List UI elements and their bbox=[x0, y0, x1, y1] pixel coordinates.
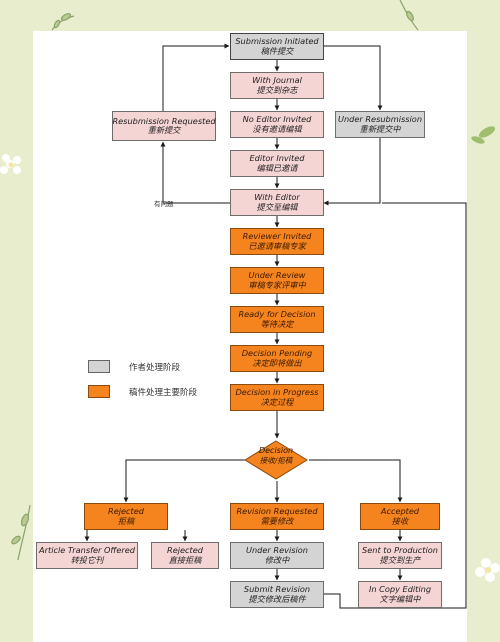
node-label-zh: 决定即将做出 bbox=[252, 357, 302, 368]
edge-decision-to-rejected bbox=[123, 459, 245, 503]
edge-submission-to-under-resubmission bbox=[323, 45, 383, 111]
node-label-en: Reviewer Invited bbox=[242, 231, 312, 242]
node-label-en: In Copy Editing bbox=[368, 584, 432, 595]
node-label-zh: 没有邀请编辑 bbox=[252, 123, 302, 134]
node-label-zh: 接收 bbox=[391, 515, 409, 526]
legend-swatch-author-stage bbox=[88, 360, 110, 373]
leaf-right-icon bbox=[471, 126, 496, 144]
node-label-zh: 拒稿 bbox=[117, 515, 135, 526]
node-label-en: Article Transfer Offered bbox=[39, 545, 135, 556]
node-label-zh: 直接拒稿 bbox=[168, 554, 202, 565]
node-resubmission-requested: Resubmission Requested 重新提交 bbox=[112, 111, 216, 141]
node-label-zh: 等待决定 bbox=[260, 318, 294, 329]
edge-resubmission-requested-to-submission bbox=[162, 43, 230, 112]
node-reviewer-invited: Reviewer Invited 已邀请审稿专家 bbox=[230, 228, 324, 255]
node-ready-for-decision: Ready for Decision 等待决定 bbox=[230, 306, 324, 333]
node-label-en: Submission Initiated bbox=[235, 36, 319, 47]
node-sent-to-production: Sent to Production 提交到生产 bbox=[358, 542, 442, 569]
node-editor-invited: Editor Invited 编辑已邀请 bbox=[230, 150, 324, 177]
node-label-en: Under Resubmission bbox=[337, 114, 423, 125]
node-under-revision: Under Revision 修改中 bbox=[230, 542, 324, 569]
leaf-sprig-top-left-icon bbox=[51, 13, 75, 31]
node-label-zh: 提交到杂志 bbox=[256, 84, 298, 95]
node-with-journal: With Journal 提交到杂志 bbox=[230, 72, 324, 99]
edge-label-issue: 有问题 bbox=[154, 200, 174, 208]
node-decision-pending: Decision Pending 决定即将做出 bbox=[230, 345, 324, 372]
decision-label: Decision 接收/拒稿 bbox=[244, 446, 308, 465]
legend-label-main-stage: 稿件处理主要阶段 bbox=[129, 388, 198, 398]
edge-decision-to-accepted bbox=[309, 459, 403, 503]
flower-left-icon bbox=[0, 154, 21, 174]
node-label-en: With Journal bbox=[252, 75, 302, 86]
node-label-en: Editor Invited bbox=[249, 153, 305, 164]
node-rejected-direct: Rejected 直接拒稿 bbox=[151, 542, 219, 569]
node-no-editor-invited: No Editor Invited 没有邀请编辑 bbox=[230, 111, 324, 138]
node-label-en: Ready for Decision bbox=[238, 309, 316, 320]
node-label-en: Decision Pending bbox=[241, 348, 313, 359]
node-label-en: Rejected bbox=[167, 545, 203, 556]
edge-under-resubmission-to-with-editor bbox=[323, 138, 381, 206]
node-label-zh: 需要修改 bbox=[260, 515, 294, 526]
decision-diamond bbox=[244, 440, 308, 480]
node-under-review: Under Review 审稿专家评审中 bbox=[230, 267, 324, 294]
node-label-zh: 审稿专家评审中 bbox=[248, 279, 306, 290]
node-label-en: Accepted bbox=[380, 506, 420, 517]
node-label-zh: 提交修改后稿件 bbox=[248, 593, 306, 604]
node-label-en: No Editor Invited bbox=[242, 114, 312, 125]
leaf-bottom-left-icon bbox=[11, 504, 31, 561]
node-label-zh: 稿件提交 bbox=[260, 45, 294, 56]
node-label-zh: 提交至编辑 bbox=[256, 201, 298, 212]
decision-label-zh: 接收/拒稿 bbox=[259, 455, 293, 465]
node-label-en: Revision Requested bbox=[236, 506, 318, 517]
node-label-en: Under Review bbox=[248, 270, 306, 281]
node-label-zh: 修改中 bbox=[264, 554, 290, 565]
legend-label-author-stage: 作者处理阶段 bbox=[129, 363, 181, 373]
node-label-en: Sent to Production bbox=[362, 545, 438, 556]
node-label-en: Rejected bbox=[108, 506, 144, 517]
node-label-zh: 提交到生产 bbox=[379, 554, 421, 565]
node-label-en: Decision in Progress bbox=[235, 387, 319, 398]
node-submit-revision: Submit Revision 提交修改后稿件 bbox=[230, 581, 324, 608]
leaf-sprig-top-right-icon bbox=[399, 0, 419, 31]
node-label-zh: 重新提交中 bbox=[359, 123, 401, 134]
node-submission-initiated: Submission Initiated 稿件提交 bbox=[230, 33, 324, 60]
edge-submit-revision-to-with-editor bbox=[323, 202, 467, 609]
node-revision-requested: Revision Requested 需要修改 bbox=[230, 503, 324, 530]
flower-right-icon bbox=[475, 558, 500, 582]
legend-swatch-main-stage bbox=[88, 385, 110, 398]
node-decision-in-progress: Decision in Progress 决定过程 bbox=[230, 384, 324, 411]
edge-issue-to-resubmission-requested bbox=[160, 141, 232, 204]
decision-label-en: Decision bbox=[258, 446, 294, 455]
node-label-zh: 决定过程 bbox=[260, 396, 294, 407]
node-with-editor: With Editor 提交至编辑 bbox=[230, 189, 324, 216]
node-under-resubmission: Under Resubmission 重新提交中 bbox=[335, 111, 425, 138]
node-label-zh: 转投它刊 bbox=[70, 554, 104, 565]
node-label-en: With Editor bbox=[254, 192, 300, 203]
node-article-transfer-offered: Article Transfer Offered 转投它刊 bbox=[36, 542, 138, 569]
node-label-en: Submit Revision bbox=[243, 584, 311, 595]
node-label-en: Under Revision bbox=[246, 545, 308, 556]
node-accepted: Accepted 接收 bbox=[360, 503, 440, 530]
node-label-zh: 编辑已邀请 bbox=[256, 162, 298, 173]
node-label-zh: 已邀请审稿专家 bbox=[248, 240, 306, 251]
node-in-copy-editing: In Copy Editing 文字编辑中 bbox=[358, 581, 442, 608]
node-label-en: Resubmission Requested bbox=[112, 115, 216, 126]
node-label-zh: 重新提交 bbox=[147, 125, 181, 135]
node-label-zh: 文字编辑中 bbox=[379, 593, 421, 604]
node-rejected: Rejected 拒稿 bbox=[84, 503, 168, 530]
